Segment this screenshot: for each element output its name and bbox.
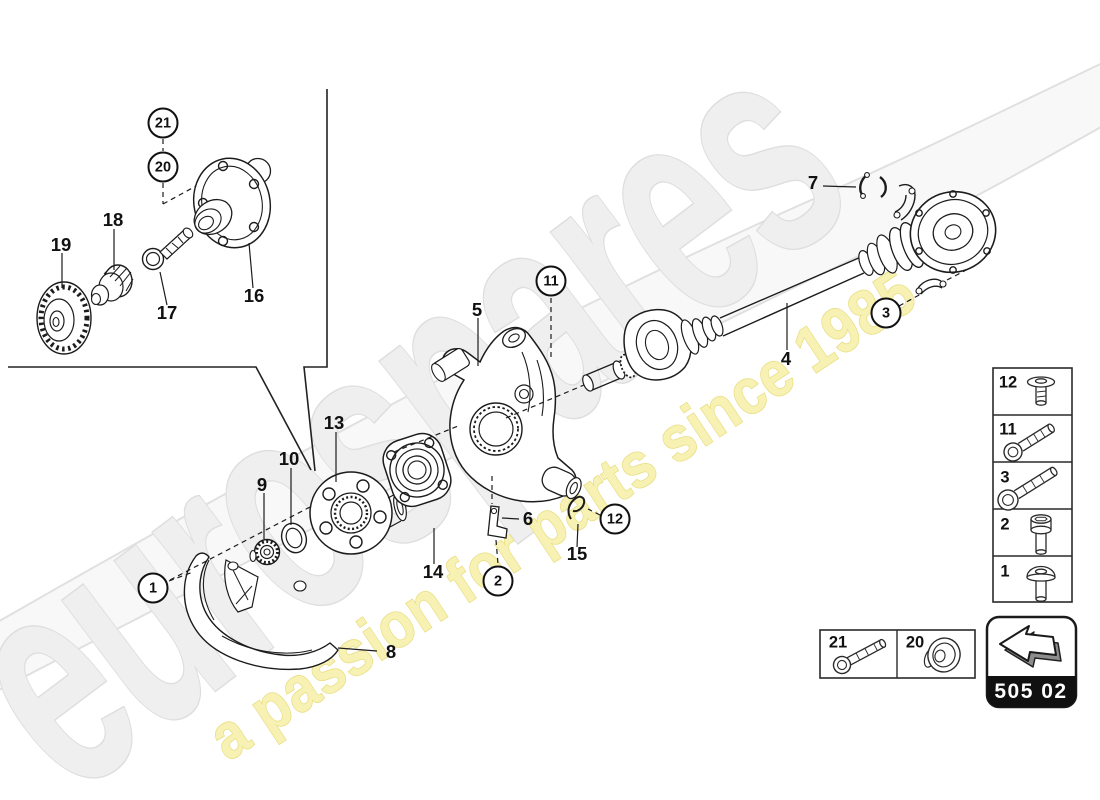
label-part-19: 19 (50, 234, 72, 255)
part-16-wheel-hub-drawing (192, 157, 272, 249)
label-part-9: 9 (256, 474, 268, 495)
countersunk-screw-icon (1026, 376, 1056, 406)
part-18-splined-bushing-drawing (90, 264, 134, 306)
cylinder-head-screw-icon (1030, 514, 1052, 555)
legend-cell-1-number: 1 (1000, 562, 1010, 581)
part-5-wheel-carrier-drawing (431, 326, 582, 503)
label-part-8: 8 (385, 641, 397, 662)
arrow-icon (999, 625, 1062, 668)
page-code-text: 505 02 (994, 680, 1068, 703)
label-part-5: 5 (471, 299, 483, 320)
part-7-circlip-drawing (859, 172, 887, 199)
strap-clip-upper-drawing (893, 183, 916, 221)
label-part-17: 17 (156, 302, 178, 323)
part-4-drive-shaft-drawing (582, 190, 997, 392)
legend-cell-2-number: 2 (1000, 515, 1010, 534)
socket-head-bolt-icon (832, 638, 887, 675)
legend-cell-3-number: 3 (1000, 468, 1010, 487)
fastener-legend-row (819, 629, 976, 679)
main-assembly (168, 172, 997, 671)
dashed-reference-lines (168, 266, 973, 582)
legend-cell-21-number: 21 (828, 633, 848, 652)
callout-1: 1 (137, 572, 169, 604)
legend-cell-20-number: 20 (905, 633, 925, 652)
long-socket-head-bolt-icon (997, 466, 1058, 511)
callout-12: 12 (599, 503, 631, 535)
callout-3: 3 (870, 297, 902, 329)
label-part-15: 15 (566, 543, 588, 564)
round-head-screw-icon (1026, 565, 1056, 602)
label-part-14: 14 (422, 561, 444, 582)
part-6-speed-sensor-drawing (487, 505, 508, 539)
label-part-13: 13 (323, 412, 345, 433)
part-15-clip-drawing (567, 495, 586, 520)
page-code-badge (985, 615, 1078, 709)
part-9-splined-ring-drawing (249, 538, 281, 566)
label-part-7: 7 (807, 172, 819, 193)
callout-11: 11 (535, 265, 567, 297)
inset-box-border (8, 89, 328, 472)
label-part-10: 10 (278, 448, 300, 469)
leader-lines (263, 185, 857, 652)
part-8-splash-shield-drawing (183, 552, 339, 671)
part-17-bolt-drawing (141, 227, 194, 271)
part-19-gear-disc-drawing (36, 281, 92, 355)
label-part-4: 4 (780, 348, 792, 369)
legend-cell-11-number: 11 (999, 420, 1017, 439)
label-part-18: 18 (102, 209, 124, 230)
coupling-nut-icon (923, 637, 961, 673)
strap-clip-lower-drawing (915, 278, 947, 295)
socket-head-bolt-icon (1003, 423, 1056, 462)
legend-cell-12-number: 12 (998, 373, 1018, 392)
callout-2: 2 (482, 565, 514, 597)
label-part-16: 16 (243, 285, 265, 306)
callout-20: 20 (147, 151, 179, 183)
part-10-seal-ring-drawing (280, 522, 308, 554)
fastener-legend-column (992, 367, 1073, 603)
inset-parts (36, 139, 272, 355)
label-part-6: 6 (522, 508, 534, 529)
part-14-wheel-bearing-drawing (382, 432, 452, 508)
callout-21: 21 (147, 107, 179, 139)
